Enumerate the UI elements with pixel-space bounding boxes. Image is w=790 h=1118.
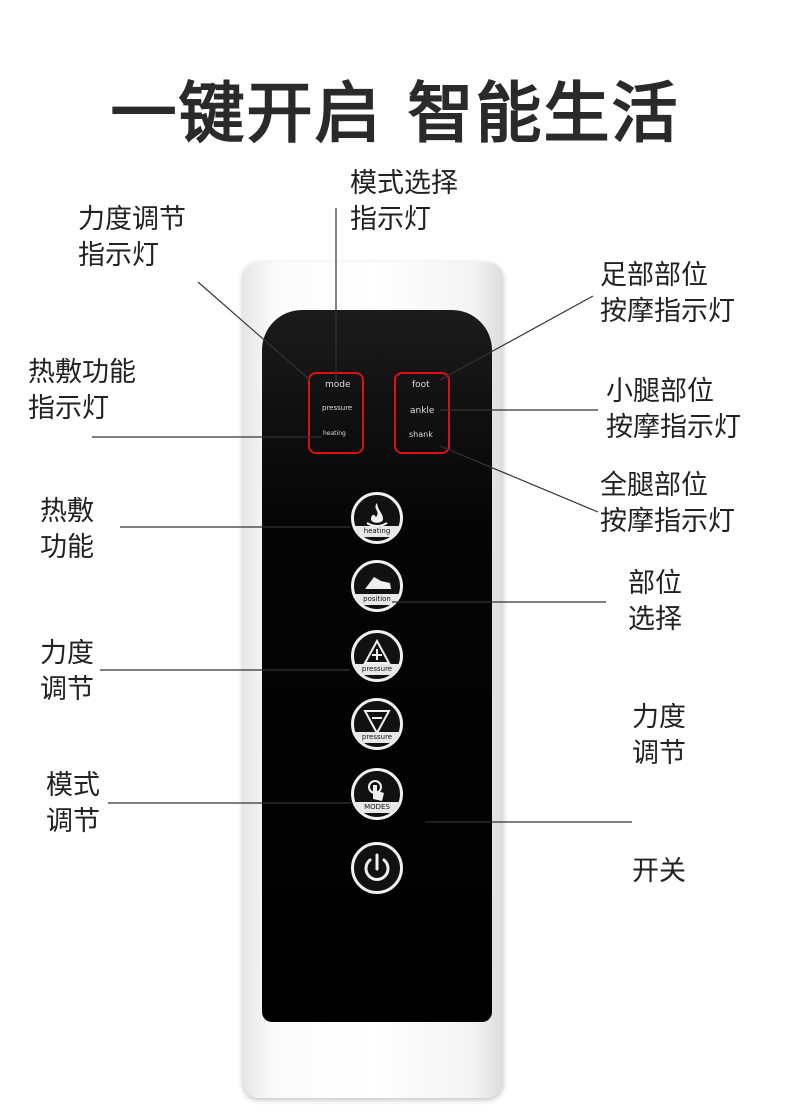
foot-indicator: foot	[412, 380, 430, 390]
label-heating-indicator: 热敷功能指示灯	[28, 357, 136, 424]
heating-indicator: heating	[323, 430, 346, 437]
label-fullleg-indicator: 全腿部位按摩指示灯	[600, 470, 735, 537]
label-position-select: 部位选择	[628, 568, 682, 635]
label-calf-indicator: 小腿部位按摩指示灯	[606, 376, 741, 443]
right-indicator-group	[394, 372, 450, 454]
pressure-down-label: pressure	[354, 732, 400, 743]
label-heating-function: 热敷功能	[40, 496, 94, 563]
label-mode-adjust: 模式调节	[46, 770, 100, 837]
triangle-minus-icon	[363, 710, 391, 736]
triangle-plus-icon	[363, 638, 391, 664]
position-button[interactable]: position	[351, 560, 403, 612]
pressure-down-button[interactable]: pressure	[351, 698, 403, 750]
heating-button[interactable]: heating	[351, 492, 403, 544]
label-mode-select-indicator: 模式选择指示灯	[350, 168, 458, 235]
power-icon	[364, 853, 390, 881]
label-strength-up: 力度调节	[40, 638, 94, 705]
label-strength-indicator: 力度调节指示灯	[78, 204, 186, 271]
modes-button-label: MODES	[354, 802, 400, 813]
power-button[interactable]	[351, 842, 403, 894]
label-foot-indicator: 足部部位按摩指示灯	[600, 260, 735, 327]
page-title: 一键开启 智能生活	[110, 75, 680, 152]
mode-indicator: mode	[325, 380, 351, 390]
modes-button[interactable]: MODES	[351, 768, 403, 820]
pressure-indicator: pressure	[322, 404, 353, 412]
shank-indicator: shank	[409, 430, 433, 439]
pressure-up-button[interactable]: pressure	[351, 630, 403, 682]
label-strength-down: 力度调节	[632, 702, 686, 769]
touch-hand-icon	[368, 780, 384, 801]
position-button-label: position	[354, 594, 400, 605]
foot-icon	[365, 577, 391, 589]
pressure-up-label: pressure	[354, 664, 400, 675]
heating-button-label: heating	[354, 526, 400, 537]
label-power: 开关	[632, 856, 686, 887]
ankle-indicator: ankle	[410, 406, 435, 416]
